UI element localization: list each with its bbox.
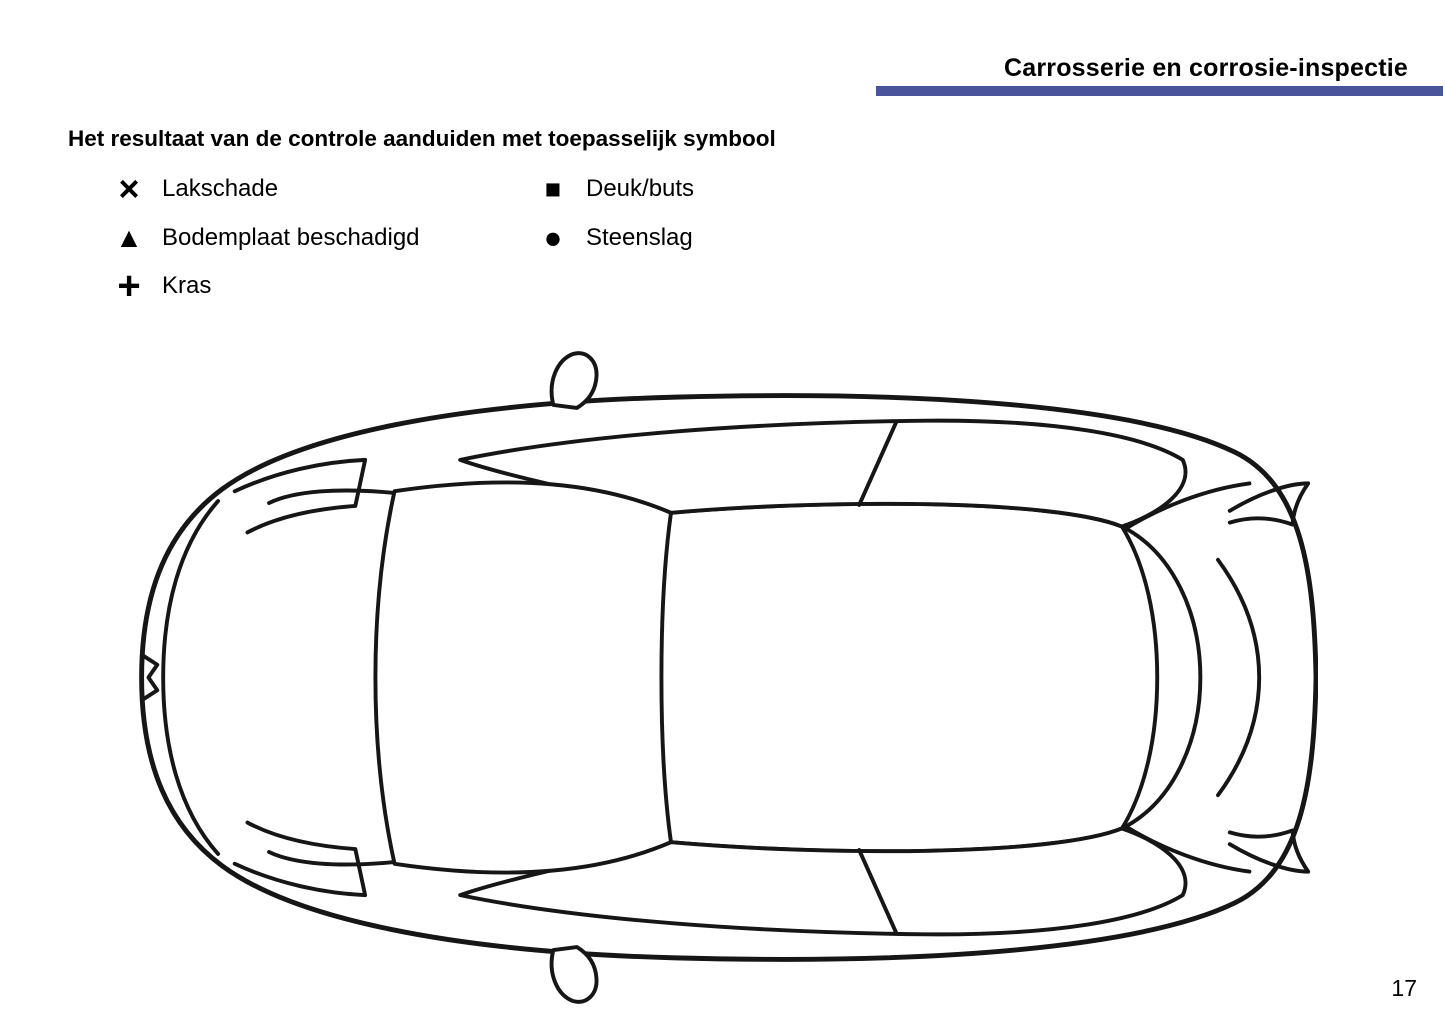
- legend-column-left: × Lakschade ▲ Bodemplaat beschadigd + Kr…: [106, 165, 530, 311]
- side-mirror-bottom: [549, 945, 599, 1004]
- legend-item-bodemplaat: ▲ Bodemplaat beschadigd: [106, 214, 530, 263]
- rear-window: [1119, 524, 1203, 831]
- square-icon: ■: [544, 173, 562, 204]
- headlight-top-left: [232, 457, 368, 535]
- plus-icon: +: [117, 264, 141, 309]
- legend-column-right: ■ Deuk/buts ● Steenslag: [530, 165, 694, 311]
- front-grille-notch: [141, 653, 160, 702]
- triangle-icon: ▲: [115, 221, 143, 253]
- car-top-view-diagram: [139, 351, 1318, 1004]
- rear-light-top: [1227, 481, 1311, 527]
- legend-item-kras: + Kras: [106, 262, 530, 311]
- legend-item-lakschade: × Lakschade: [106, 165, 530, 214]
- legend-label-bodemplaat: Bodemplaat beschadigd: [162, 223, 420, 251]
- legend-label-steenslag: Steenslag: [586, 223, 693, 251]
- circle-icon: ●: [543, 220, 563, 256]
- fender-line-top: [267, 488, 399, 505]
- legend-label-lakschade: Lakschade: [162, 175, 279, 203]
- side-mirror-top: [549, 351, 599, 410]
- fender-line-bottom: [267, 850, 399, 867]
- headlight-bottom-left: [232, 820, 368, 898]
- legend-label-deuk: Deuk/buts: [586, 175, 695, 203]
- legend-label-kras: Kras: [162, 272, 212, 300]
- rear-light-bottom: [1227, 828, 1311, 874]
- rear-hatch-line: [1216, 557, 1262, 798]
- front-bumper-line: [161, 499, 221, 856]
- page-number: 17: [1391, 975, 1417, 1001]
- legend-item-steenslag: ● Steenslag: [530, 214, 694, 263]
- header-underline: [876, 86, 1443, 96]
- page-title: Carrosserie en corrosie-inspectie: [1004, 54, 1408, 82]
- x-mark-icon: ×: [118, 168, 140, 210]
- legend-item-deuk: ■ Deuk/buts: [530, 165, 694, 214]
- windshield: [373, 480, 673, 875]
- b-pillar-bottom: [857, 848, 899, 936]
- symbol-legend: × Lakschade ▲ Bodemplaat beschadigd + Kr…: [106, 165, 694, 311]
- b-pillar-top: [857, 419, 899, 507]
- section-heading: Het resultaat van de controle aanduiden …: [68, 126, 776, 151]
